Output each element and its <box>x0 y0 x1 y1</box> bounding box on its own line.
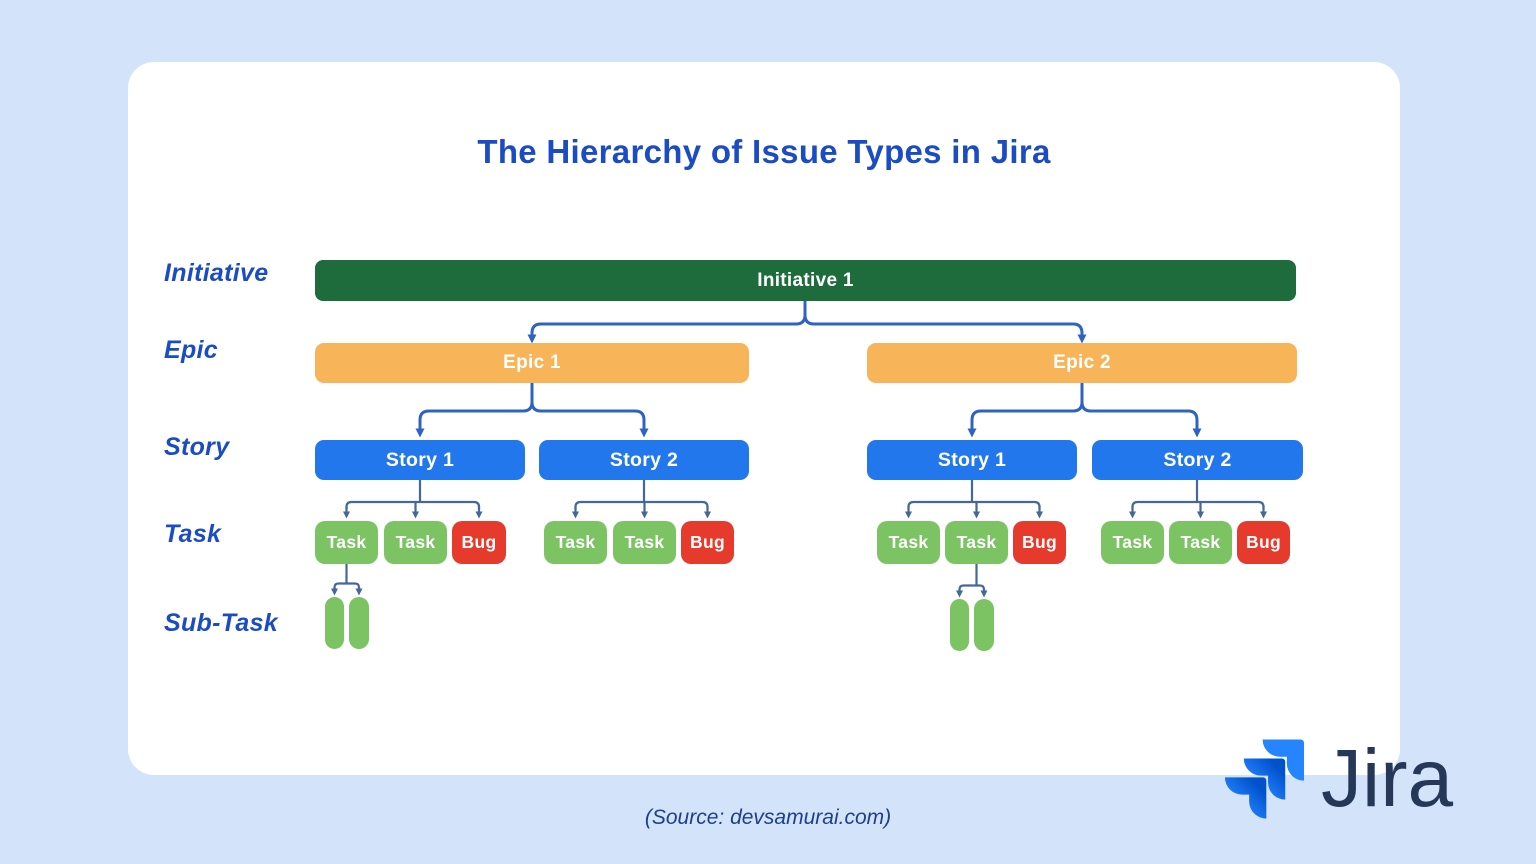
source-note: (Source: devsamurai.com) <box>644 806 892 829</box>
row-label-story: Story <box>164 433 230 461</box>
node-bug: Bug <box>1237 521 1290 564</box>
node-task: Task <box>1101 521 1164 564</box>
subtask-pill <box>325 597 344 649</box>
jira-logo-icon <box>1224 739 1305 819</box>
jira-logo-wordmark: Jira <box>1321 733 1454 824</box>
node-task: Task <box>544 521 607 564</box>
node-task: Task <box>613 521 676 564</box>
node-story-2-epic-2: Story 2 <box>1092 440 1303 480</box>
node-bug: Bug <box>1013 521 1066 564</box>
node-bug: Bug <box>452 521 506 564</box>
node-task: Task <box>877 521 940 564</box>
subtask-pill <box>974 599 994 651</box>
node-task: Task <box>945 521 1008 564</box>
subtask-pill <box>950 599 969 651</box>
node-task: Task <box>315 521 378 564</box>
jira-logo: Jira <box>1222 737 1453 821</box>
row-label-task: Task <box>164 520 222 548</box>
node-task: Task <box>384 521 447 564</box>
node-story-2-epic-1: Story 2 <box>539 440 749 480</box>
row-label-initiative: Initiative <box>164 259 269 287</box>
node-epic-2: Epic 2 <box>867 343 1297 383</box>
node-story-1-epic-2: Story 1 <box>867 440 1077 480</box>
row-label-subtask: Sub-Task <box>164 609 278 637</box>
node-bug: Bug <box>681 521 734 564</box>
row-label-epic: Epic <box>164 336 218 364</box>
node-story-1-epic-1: Story 1 <box>315 440 525 480</box>
diagram-title: The Hierarchy of Issue Types in Jira <box>477 133 1051 170</box>
subtask-pill <box>349 597 369 649</box>
node-task: Task <box>1169 521 1232 564</box>
node-initiative-1: Initiative 1 <box>315 260 1296 301</box>
node-epic-1: Epic 1 <box>315 343 749 383</box>
